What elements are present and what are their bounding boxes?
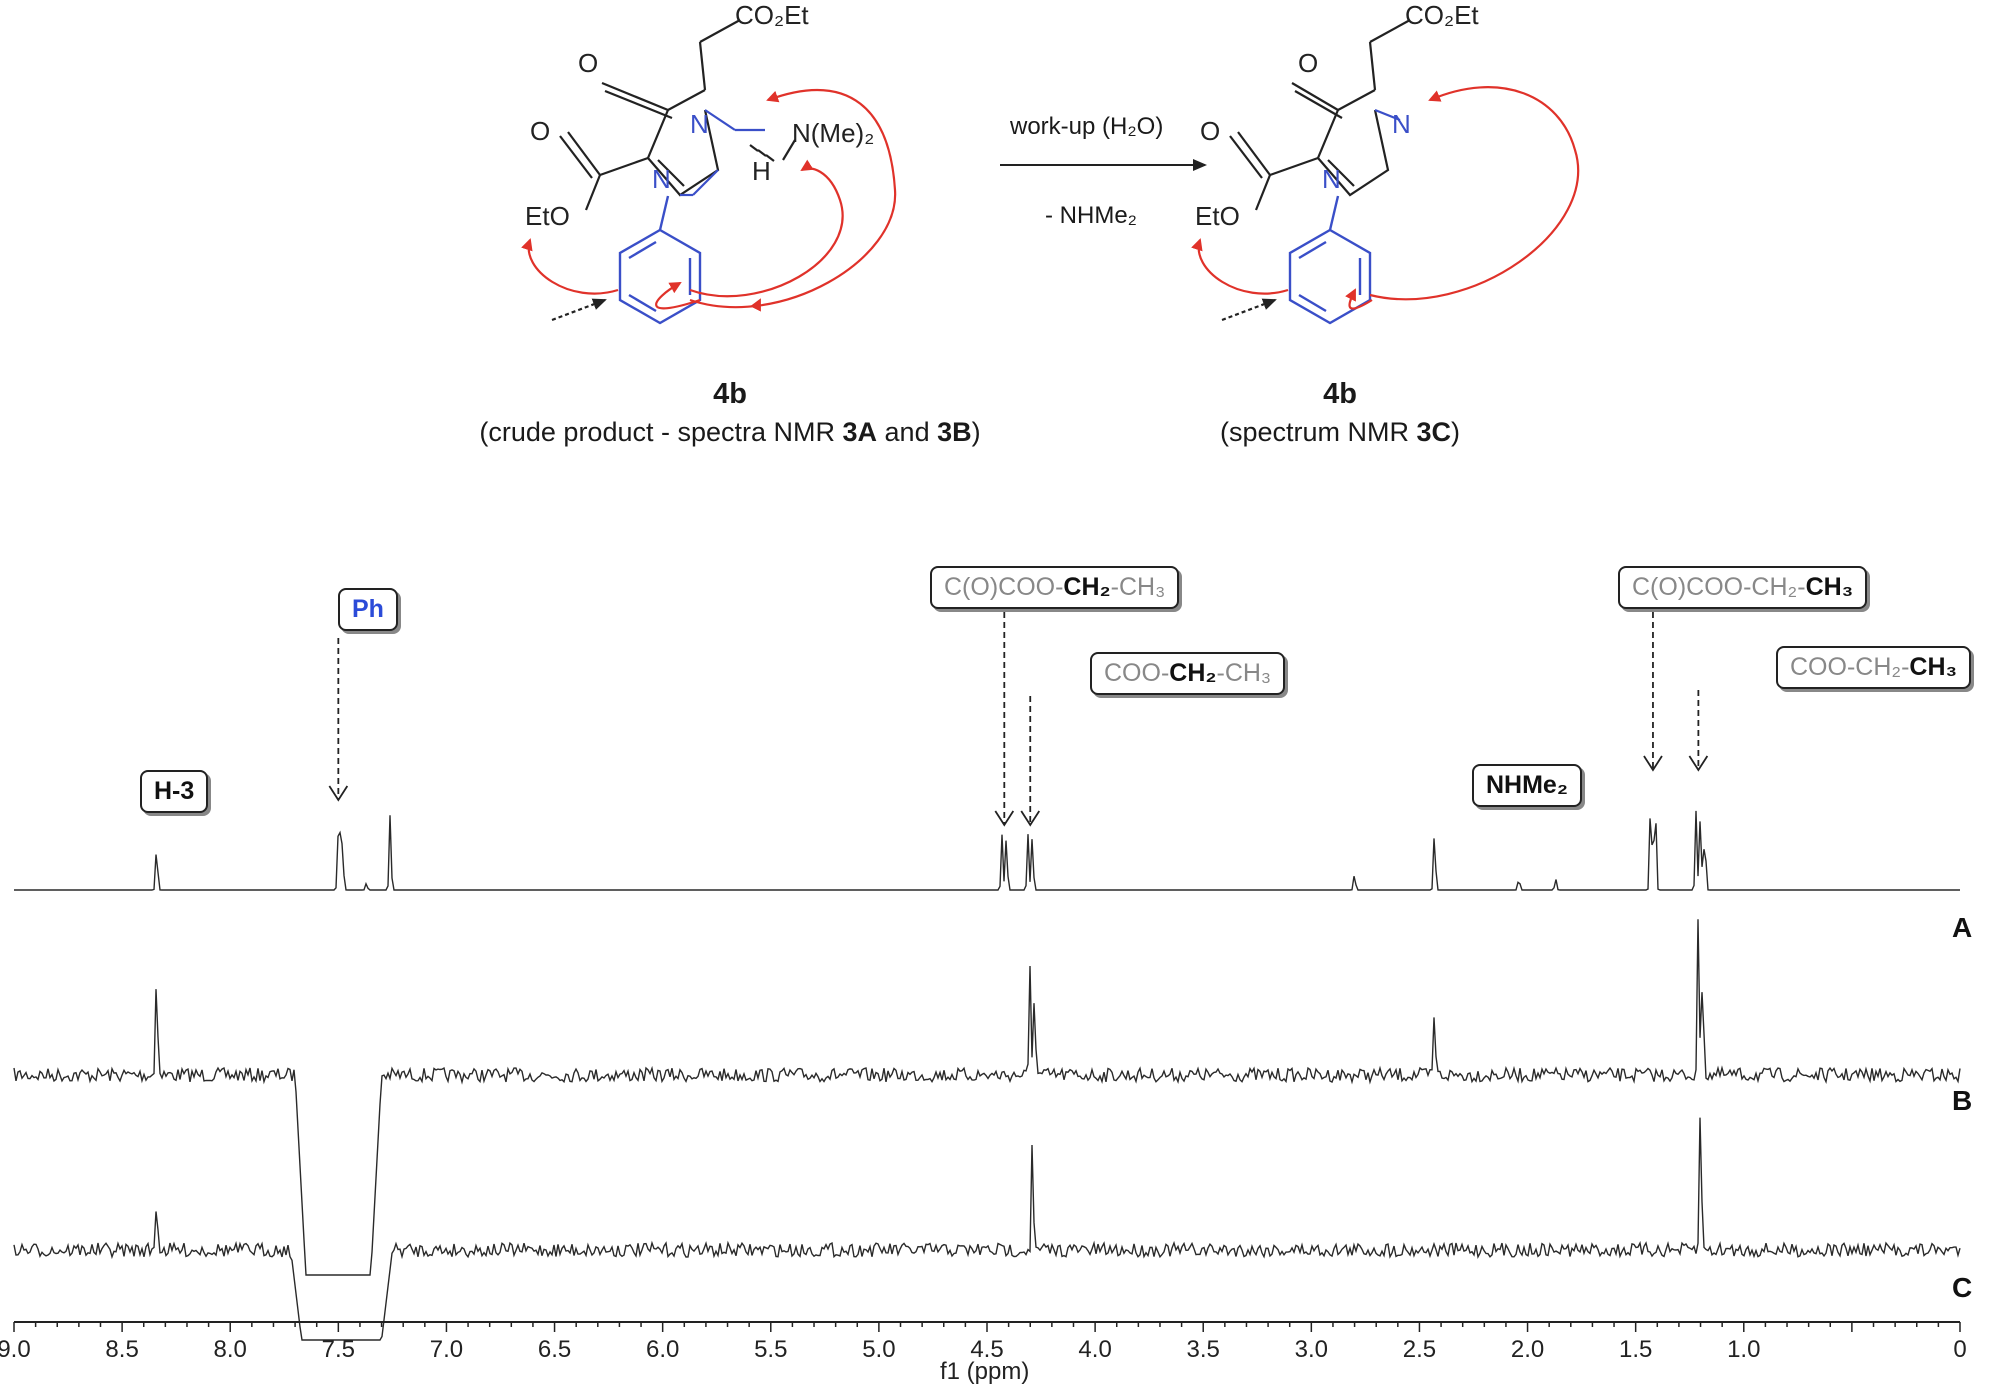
reaction-condition-top: work-up (H₂O) (1010, 113, 1164, 140)
atom-nme2-left: N(Me)₂ (792, 118, 874, 148)
annotation-cooch3: COO-CH₂-CH₃ (1776, 646, 1972, 689)
x-tick-label: 9.0 (0, 1336, 31, 1363)
x-tick-label: 7.0 (430, 1336, 463, 1363)
caption-left-b1: 3A (842, 417, 878, 447)
pointer-head (994, 810, 1015, 827)
structure-left (559, 19, 741, 211)
x-tick-label: 0 (1953, 1336, 1966, 1363)
x-tick-label: 2.0 (1511, 1336, 1544, 1363)
reaction-scheme: CO₂Et O O N N H N(Me)₂ EtO (521, 0, 1580, 325)
atom-co2et-right: CO₂Et (1405, 0, 1479, 30)
caption-right: 4b (spectrum NMR 3C) (1180, 378, 1500, 448)
x-tick-label: 2.5 (1403, 1336, 1436, 1363)
trace-a (14, 810, 1960, 891)
atom-eto-right: EtO (1195, 201, 1240, 231)
annotation-ph: Ph (338, 588, 398, 631)
compound-label-right: 4b (1323, 378, 1357, 410)
x-tick-label: 8.5 (105, 1336, 138, 1363)
x-tick-label: 4.5 (970, 1336, 1003, 1363)
noe-arrows-right (1191, 86, 1580, 310)
annotation-cococh3: C(O)COO-CH₂-CH₃ (1618, 566, 1868, 609)
structure-right (1221, 19, 1411, 322)
compound-label-left: 4b (713, 378, 747, 410)
x-tick-label: 5.0 (862, 1336, 895, 1363)
atom-o-right-2: O (1200, 116, 1220, 146)
atom-eto-left: EtO (525, 201, 570, 231)
atom-h-left: H (752, 156, 771, 186)
caption-left: 4b (crude product - spectra NMR 3A and 3… (420, 378, 1040, 448)
reaction-condition-bottom: - NHMe₂ (1045, 202, 1137, 229)
annotation-cococh2: C(O)COO-CH₂-CH₃ (930, 566, 1180, 609)
atom-co2et-left: CO₂Et (735, 0, 809, 30)
annotation-nhme2: NHMe₂ (1472, 764, 1582, 807)
atom-o-right-1: O (1298, 48, 1318, 78)
trace-c (13, 1117, 1961, 1341)
atom-o-left-1: O (578, 48, 598, 78)
pointer-head (1020, 810, 1040, 827)
x-tick-label: 4.0 (1078, 1336, 1111, 1363)
annotation-h3: H-3 (140, 770, 209, 813)
caption-right-suffix: ) (1451, 417, 1461, 447)
pointer-head (1688, 755, 1709, 772)
pointer-head (1643, 755, 1663, 772)
caption-right-b: 3C (1416, 417, 1452, 447)
x-tick-label: 7.5 (322, 1336, 355, 1363)
atom-n2-left: N (652, 164, 671, 194)
caption-left-mid: and (877, 417, 938, 447)
annotation-cooch2: COO-CH₂-CH₃ (1090, 652, 1286, 695)
noe-arrows-left (521, 89, 897, 312)
x-tick-label: 3.5 (1187, 1336, 1220, 1363)
trace-label-b: B (1952, 1085, 1973, 1116)
phenyl-ring-left (618, 195, 702, 325)
x-tick-label: 6.0 (646, 1336, 679, 1363)
trace-label-c: C (1952, 1272, 1973, 1303)
trace-label-a: A (1952, 912, 1973, 943)
caption-right-prefix: (spectrum NMR (1219, 417, 1417, 447)
pointer-head (328, 785, 349, 802)
caption-left-prefix: (crude product - spectra NMR (479, 417, 843, 447)
x-tick-label: 3.0 (1295, 1336, 1328, 1363)
caption-left-suffix: ) (971, 417, 981, 447)
trace-b (13, 919, 1961, 1276)
x-tick-label: 8.0 (214, 1336, 247, 1363)
x-tick-label: 6.5 (538, 1336, 571, 1363)
x-axis-label: f1 (ppm) (940, 1358, 1030, 1385)
x-tick-label: 5.5 (754, 1336, 787, 1363)
atom-o-left-2: O (530, 116, 550, 146)
atom-n1-left: N (690, 109, 709, 139)
phenyl-ring-right (1288, 195, 1372, 325)
atom-n1-right: N (1392, 109, 1411, 139)
x-tick-label: 1.5 (1619, 1336, 1652, 1363)
atom-n2-right: N (1322, 164, 1341, 194)
caption-left-b2: 3B (937, 417, 972, 447)
x-tick-label: 1.0 (1727, 1336, 1760, 1363)
